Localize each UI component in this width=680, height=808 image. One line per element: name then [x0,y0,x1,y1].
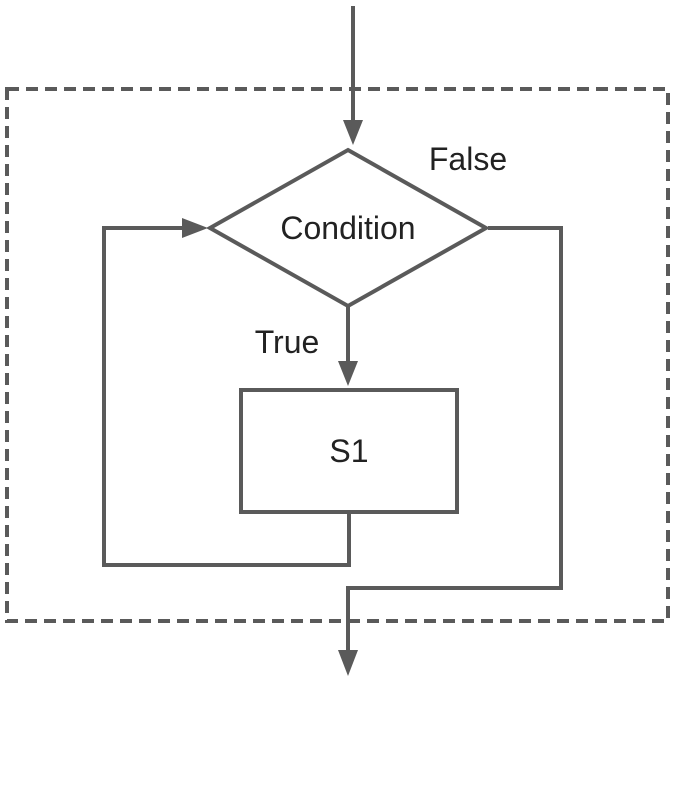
false-branch-line [346,226,563,652]
true-label: True [255,324,320,360]
true-branch-arrowhead [338,361,358,386]
condition-label: Condition [280,210,415,246]
false-label: False [429,141,507,177]
process-label: S1 [329,433,368,469]
entry-arrowhead [343,120,363,145]
loop-boundary-dashed-box [5,87,670,623]
loop-back-arrowhead [182,218,208,238]
exit-arrowhead [338,650,358,676]
loop-back-line [102,226,351,567]
